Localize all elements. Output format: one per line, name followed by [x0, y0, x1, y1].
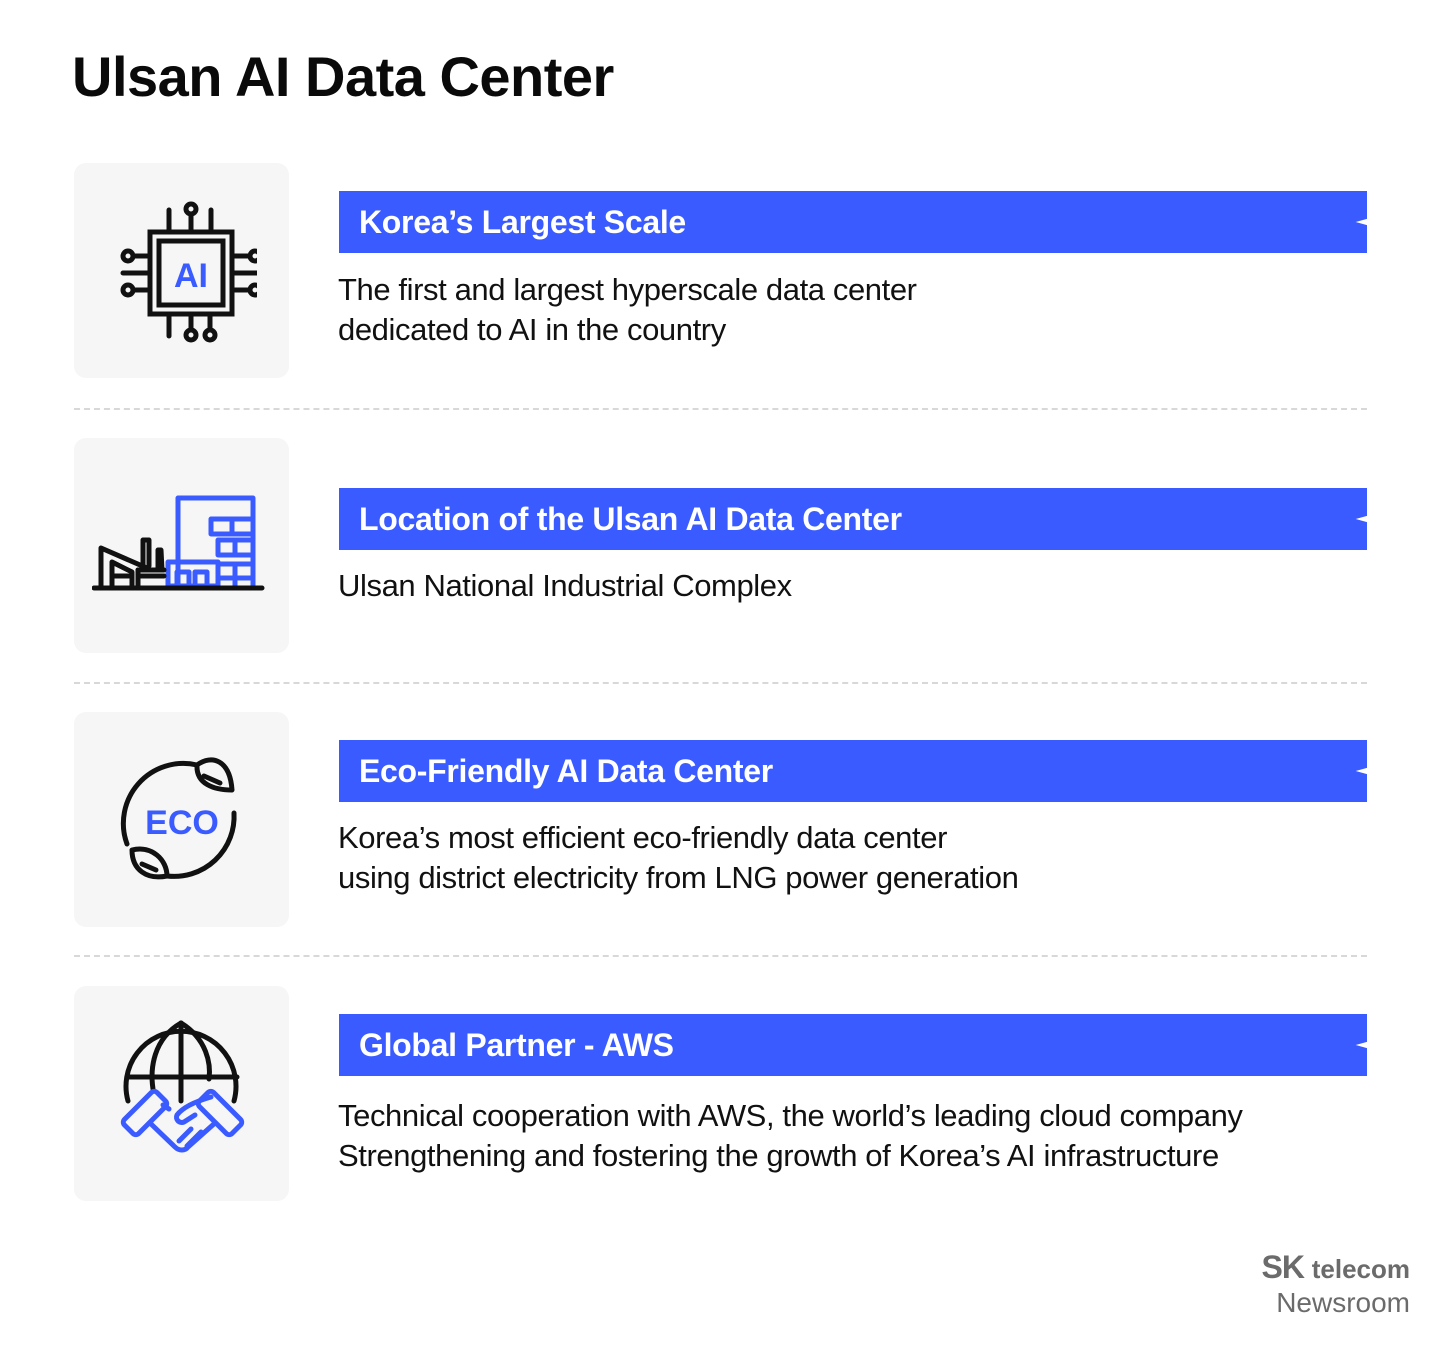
brand-sk-telecom: SK telecom [1262, 1250, 1411, 1286]
feature-description: Korea’s most efficient eco-friendly data… [338, 818, 1019, 898]
description-line: Strengthening and fostering the growth o… [338, 1138, 1219, 1173]
description-line: Technical cooperation with AWS, the worl… [338, 1098, 1243, 1133]
description-line: dedicated to AI in the country [338, 312, 726, 347]
description-line: Ulsan National Industrial Complex [338, 568, 792, 603]
icon-box: ECO [74, 712, 289, 927]
industrial-complex-icon [91, 495, 264, 590]
brand-newsroom: Newsroom [1276, 1287, 1410, 1318]
feature-row-eco-friendly: ECO Eco-Friendly AI Data Center Korea’s … [74, 712, 1367, 927]
svg-text:ECO: ECO [145, 804, 219, 842]
feature-description: Ulsan National Industrial Complex [338, 566, 792, 606]
feature-description: The first and largest hyperscale data ce… [338, 270, 917, 350]
dashed-divider [74, 682, 1367, 684]
feature-row-location: Location of the Ulsan AI Data Center Uls… [74, 438, 1367, 653]
ai-chip-icon: AI [120, 201, 257, 342]
description-line: using district electricity from LNG powe… [338, 860, 1019, 895]
feature-row-global-partner: Global Partner - AWS Technical cooperati… [74, 986, 1367, 1201]
feature-row-largest-scale: AI Korea’s Largest Scale The first and l… [74, 163, 1367, 378]
description-line: The first and largest hyperscale data ce… [338, 272, 917, 307]
page-title: Ulsan AI Data Center [72, 45, 614, 108]
eco-leaves-icon: ECO [120, 756, 237, 879]
icon-box [74, 438, 289, 653]
icon-box: AI [74, 163, 289, 378]
icon-box [74, 986, 289, 1201]
feature-description: Technical cooperation with AWS, the worl… [338, 1096, 1243, 1176]
svg-text:AI: AI [174, 257, 208, 295]
feature-heading: Location of the Ulsan AI Data Center [339, 488, 1367, 550]
feature-heading: Korea’s Largest Scale [339, 191, 1367, 253]
description-line: Korea’s most efficient eco-friendly data… [338, 820, 947, 855]
feature-heading: Eco-Friendly AI Data Center [339, 740, 1367, 802]
dashed-divider [74, 408, 1367, 410]
brand-telecom: telecom [1311, 1254, 1410, 1284]
globe-handshake-icon [120, 1020, 244, 1152]
feature-heading: Global Partner - AWS [339, 1014, 1367, 1076]
brand-sk: SK [1261, 1249, 1305, 1285]
brand-logo: SK telecom Newsroom [1262, 1250, 1411, 1320]
dashed-divider [74, 955, 1367, 957]
